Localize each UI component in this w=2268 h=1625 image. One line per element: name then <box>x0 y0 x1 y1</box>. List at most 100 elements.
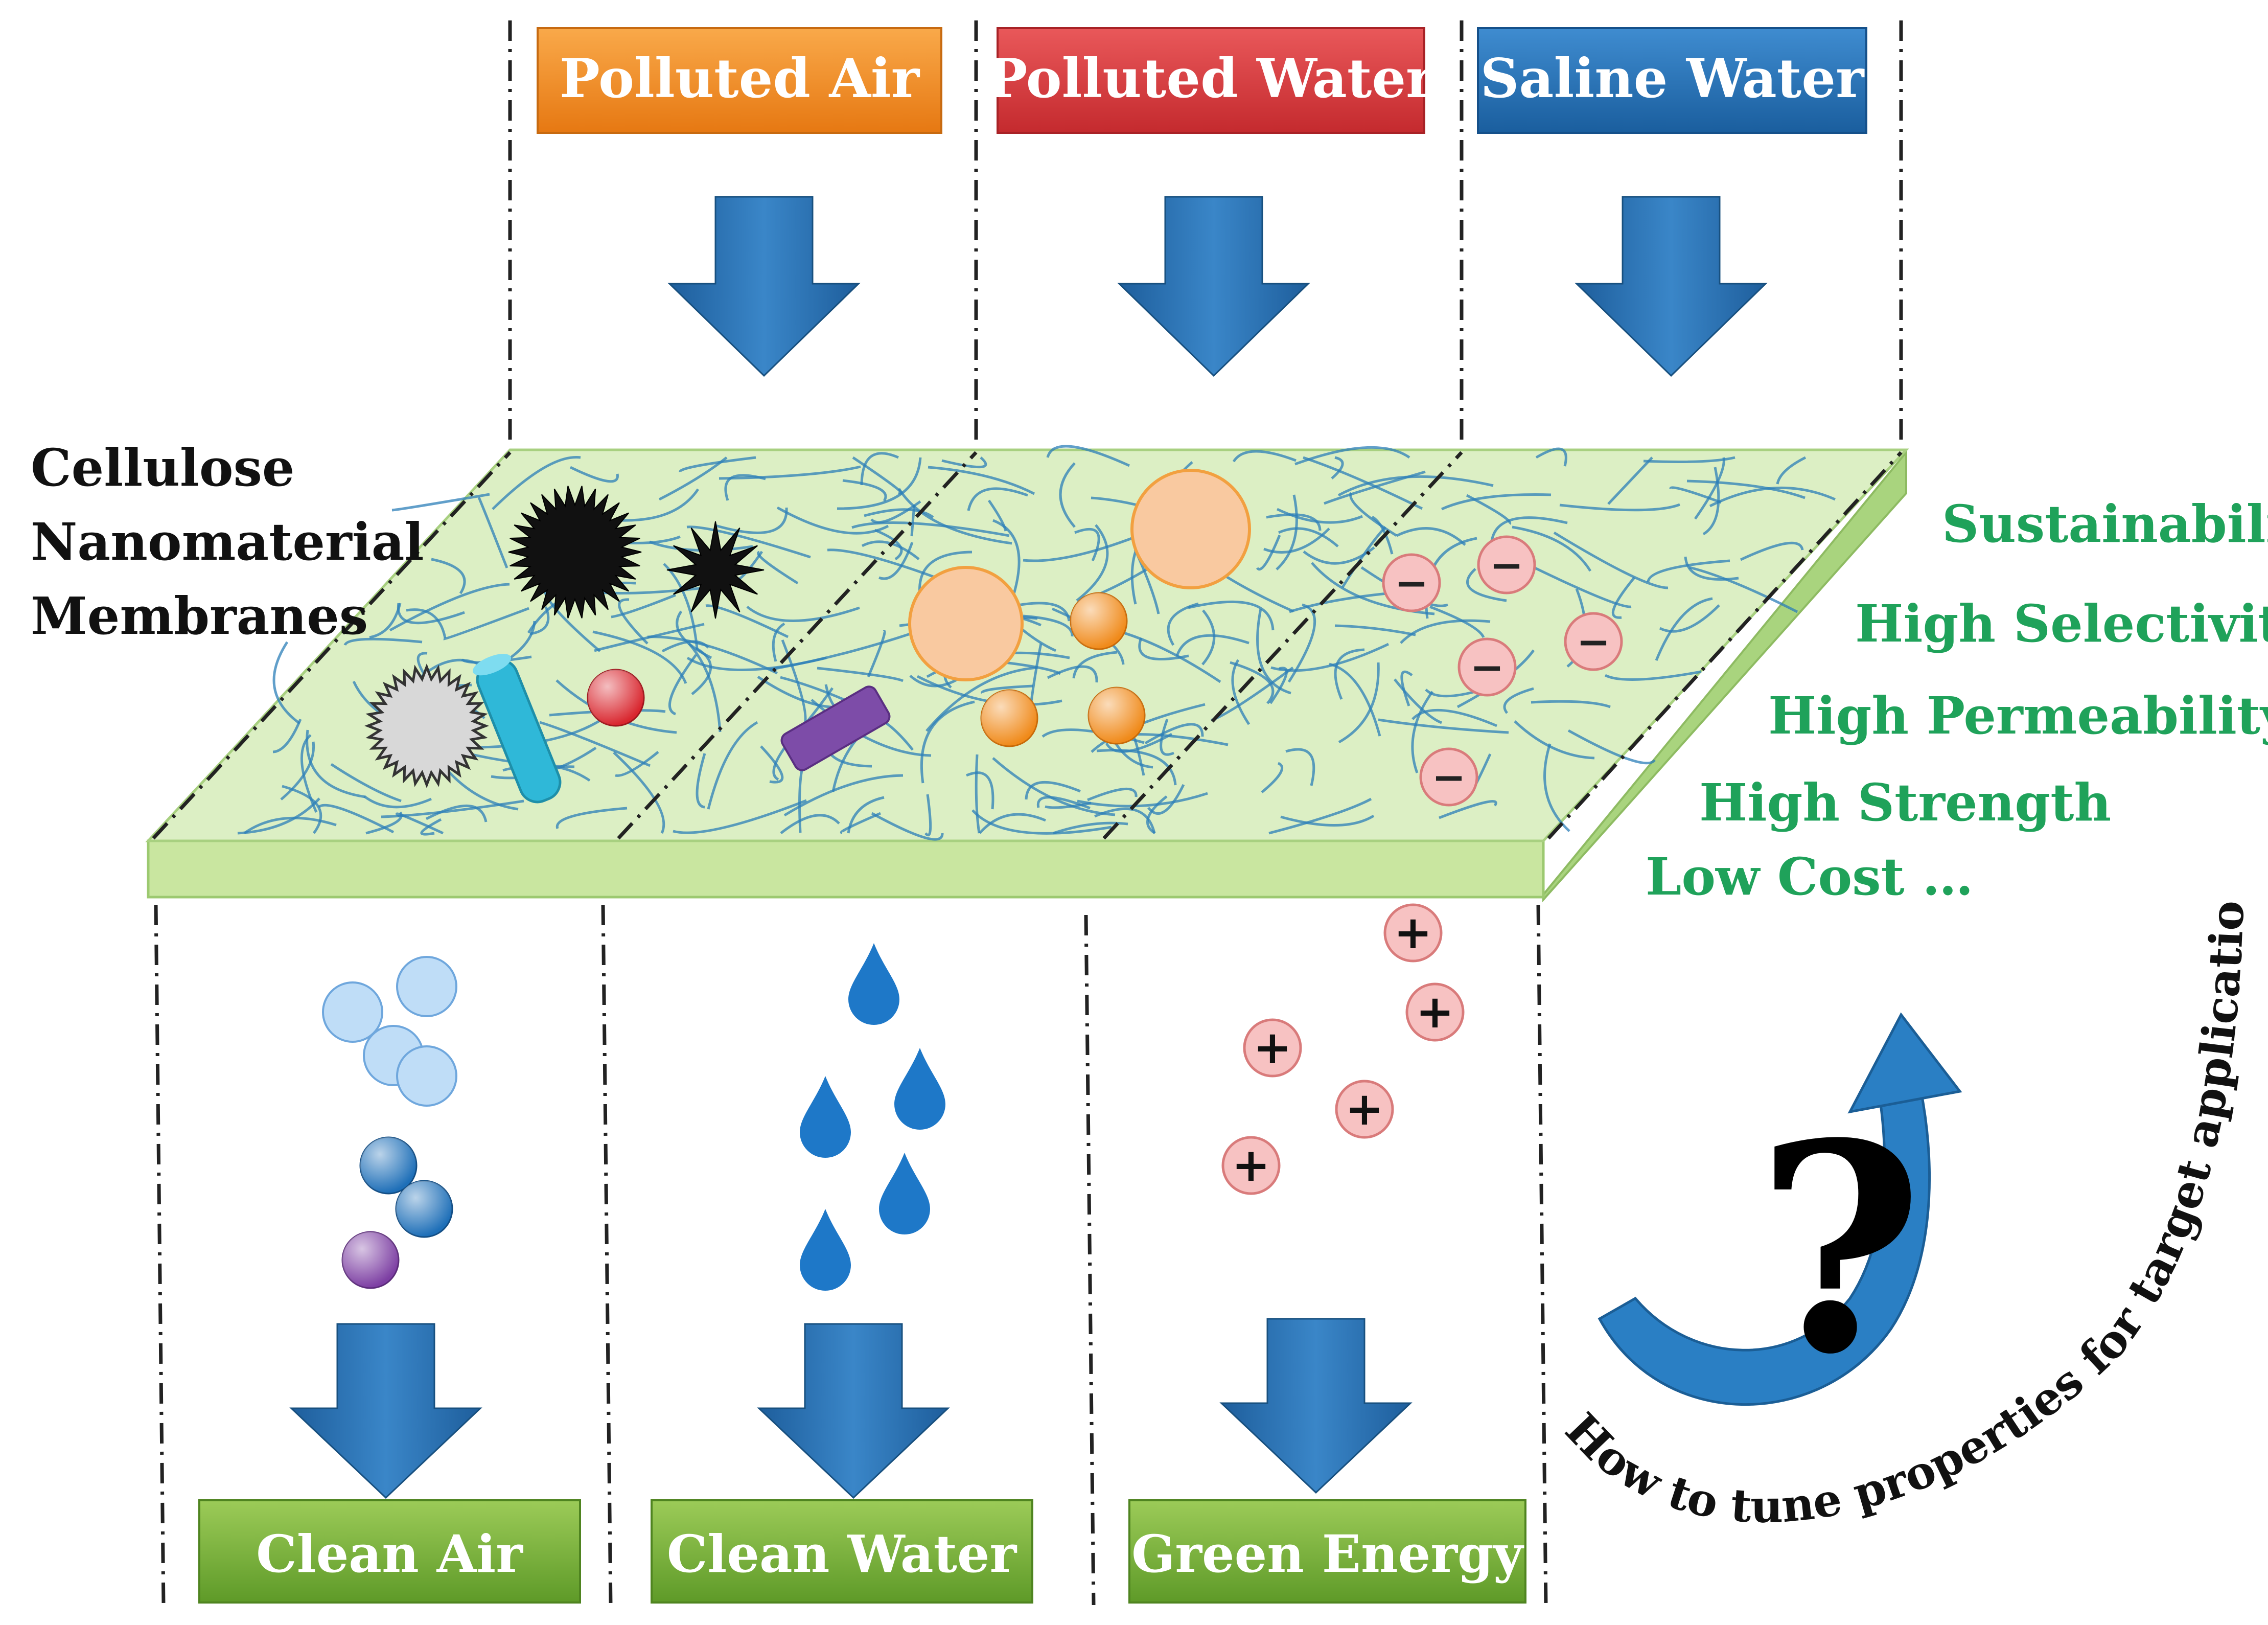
fiber-strand <box>1378 718 1509 734</box>
fiber-strand <box>1230 661 1275 704</box>
fiber-strand <box>920 700 975 784</box>
fiber-strand <box>318 804 395 834</box>
fiber-strand <box>1138 637 1189 660</box>
divider-line <box>1102 451 1463 840</box>
ion-sign: + <box>1345 1082 1383 1136</box>
fiber-strand <box>649 540 753 552</box>
fiber-strand <box>1531 700 1611 708</box>
fiber-strand <box>397 603 465 625</box>
fiber-strand <box>1270 643 1390 672</box>
fiber-strand <box>1559 503 1680 512</box>
fiber-strand <box>941 456 987 469</box>
divider-line <box>154 904 166 1606</box>
fiber-strand <box>847 796 885 834</box>
fiber-strand <box>539 721 651 767</box>
fiber-strand <box>842 479 887 502</box>
ion-sign: + <box>1394 905 1432 959</box>
negative-ion: − <box>1564 612 1623 671</box>
fiber-strand <box>272 641 300 725</box>
fiber-strand <box>679 456 756 472</box>
divider-line <box>1536 904 1548 1606</box>
fiber-strand <box>1331 456 1344 479</box>
fiber-strand <box>1659 604 1720 633</box>
ion-sign: − <box>1576 617 1610 666</box>
gray-spiky-particle-icon <box>364 663 489 788</box>
fiber-strand <box>529 606 550 635</box>
fiber-strand <box>967 487 1028 511</box>
output-label: Clean Air <box>256 1524 523 1584</box>
membrane-section-dividers <box>152 451 1903 840</box>
fiber-strand <box>1025 781 1081 800</box>
fiber-strand <box>1096 749 1177 786</box>
fiber-strand <box>1278 527 1339 547</box>
fiber-strand <box>871 812 944 841</box>
positive-ions: + + + + + <box>1221 903 1465 1195</box>
fiber-strand <box>658 456 728 501</box>
fiber-strand <box>817 667 904 682</box>
fiber-strand <box>1201 609 1216 666</box>
fiber-strand <box>987 499 1007 532</box>
fiber-strand <box>1023 614 1074 637</box>
fiber-strand <box>897 488 1012 545</box>
properties-list: Sustainability High Selectivity High Per… <box>1646 494 2268 907</box>
cellulose-fibers <box>237 445 1836 841</box>
fiber-strand <box>1429 605 1485 638</box>
fiber-strand <box>594 623 705 652</box>
fiber-strand <box>611 593 676 619</box>
fiber-strand <box>615 751 659 777</box>
fiber-strand <box>688 643 722 733</box>
ion-sign: − <box>1431 753 1466 801</box>
fiber-strand <box>870 500 921 524</box>
fiber-strand <box>707 721 758 810</box>
fiber-strand <box>1072 651 1118 679</box>
input-box-polluted-air: Polluted Air <box>537 27 942 134</box>
fiber-strand <box>420 818 442 836</box>
fiber-strand <box>389 583 510 632</box>
fiber-strand <box>861 540 920 560</box>
fiber-strand <box>1607 456 1653 505</box>
membrane <box>145 445 1909 903</box>
fiber-strand <box>1094 807 1156 834</box>
fiber-strand <box>1256 535 1281 571</box>
fiber-strand <box>1535 447 1567 467</box>
fiber-strand <box>966 771 994 810</box>
output-box-green-energy: Green Energy <box>1128 1499 1526 1604</box>
output-boxes: Clean Air Clean Water Green Energy <box>198 1499 1526 1604</box>
fiber-strand <box>971 809 1112 835</box>
fiber-strand <box>924 794 932 837</box>
ion-sign: − <box>1394 559 1428 607</box>
fiber-strand <box>306 729 366 798</box>
input-box-saline-water: Saline Water <box>1477 27 1867 134</box>
fiber-strand <box>1604 670 1702 681</box>
fiber-strand <box>760 745 784 784</box>
fiber-strand <box>837 457 922 510</box>
fiber-strand <box>979 813 1046 834</box>
fiber-strand <box>282 785 322 834</box>
fiber-strand <box>1268 797 1372 835</box>
fiber-strand <box>592 630 687 684</box>
fiber-strand <box>1036 796 1091 810</box>
black-star-particle-icon <box>666 521 765 619</box>
fiber-strand <box>1280 814 1375 827</box>
output-box-clean-air: Clean Air <box>198 1499 581 1604</box>
fiber-strand <box>1411 691 1434 773</box>
fiber-strand <box>425 804 488 822</box>
fiber-strand <box>1303 456 1423 510</box>
positive-ion: + <box>1243 1018 1302 1078</box>
top-dividers <box>508 20 1903 440</box>
ion-sign: − <box>1470 643 1504 691</box>
membrane-front-edge <box>147 839 1545 899</box>
membrane-label-line: Nanomaterial <box>31 512 424 572</box>
fiber-strand <box>477 497 508 568</box>
fiber-strand <box>1740 541 1804 561</box>
fiber-strand <box>300 734 318 813</box>
fiber-strand <box>1276 494 1298 570</box>
fiber-strand <box>1338 662 1380 744</box>
curved-arrow-head <box>1847 1012 1962 1114</box>
ion-sign: + <box>1232 1138 1270 1192</box>
fiber-strand <box>556 807 628 829</box>
membrane-label: Cellulose Nanomaterial Membranes <box>31 438 424 646</box>
membrane-label-line: Cellulose <box>31 438 295 498</box>
fiber-strand <box>1466 568 1507 602</box>
fiber-strand <box>1689 566 1798 613</box>
